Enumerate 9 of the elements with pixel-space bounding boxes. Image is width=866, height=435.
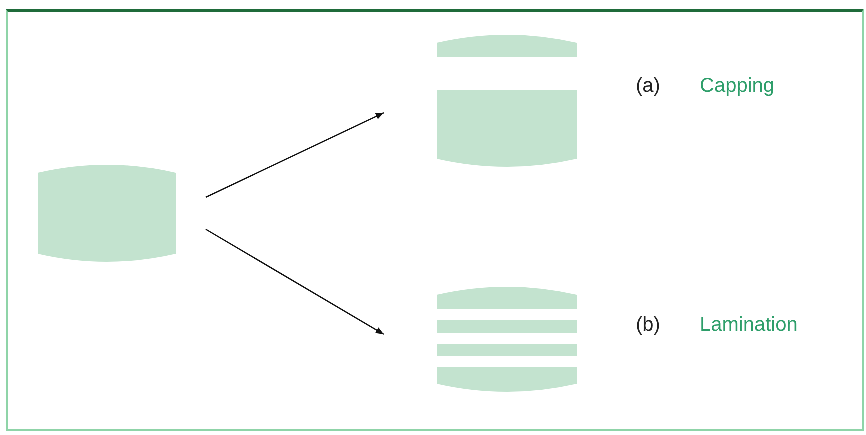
callout-letter: (a) (636, 75, 660, 98)
arrow (206, 228, 384, 336)
callout-letter: (b) (636, 314, 660, 336)
tablet-drawing (38, 165, 176, 262)
tablet-drawing (437, 287, 577, 392)
arrow (206, 112, 384, 198)
defect-name: Capping (700, 75, 775, 98)
defect-name: Lamination (700, 314, 798, 336)
tablet-drawing (437, 35, 577, 167)
